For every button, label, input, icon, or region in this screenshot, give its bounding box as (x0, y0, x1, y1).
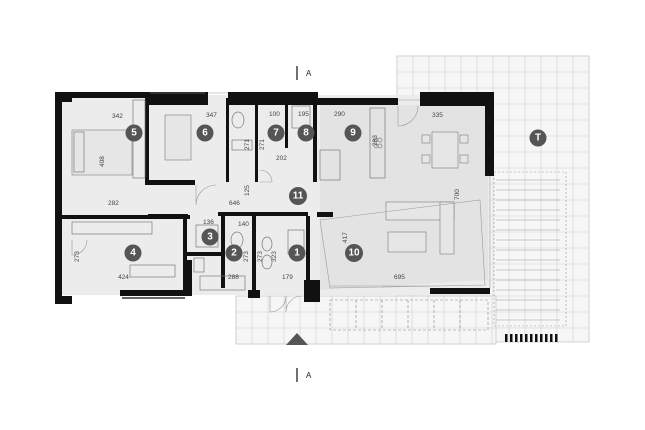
dim-646: 646 (229, 200, 240, 207)
room-badge-8: 8 (297, 124, 315, 142)
dim-271a: 271 (244, 139, 251, 150)
room-badge-6: 6 (196, 124, 214, 142)
windows (122, 92, 491, 299)
dim-273a: 273 (243, 251, 250, 262)
doors (71, 105, 419, 313)
svg-text:T: T (535, 133, 541, 144)
terrace-step (540, 334, 543, 342)
furniture (71, 99, 486, 291)
dim-202: 202 (276, 155, 287, 162)
entrance-arrow-icon (286, 333, 308, 345)
terrace-step (505, 334, 508, 342)
dim-271b: 271 (259, 139, 266, 150)
dim-695: 695 (394, 274, 405, 281)
room-badge-11: 11 (289, 187, 307, 205)
room-badge-9: 9 (344, 124, 362, 142)
terrace-step (525, 334, 528, 342)
dim-290: 290 (334, 111, 345, 118)
dim-283: 283 (372, 135, 379, 146)
dimension-labels: 342 408 282 347 271 100 271 195 202 290 … (74, 111, 461, 281)
terrace-step (530, 334, 533, 342)
svg-text:6: 6 (202, 128, 208, 139)
front-strips (329, 299, 489, 331)
terrace-step (555, 334, 558, 342)
dim-288: 288 (228, 274, 239, 281)
terrace-deck (493, 171, 567, 342)
room-badge-1: 1 (288, 244, 306, 262)
dim-273b: 273 (257, 251, 264, 262)
dim-140: 140 (238, 221, 249, 228)
dim-347: 347 (206, 112, 217, 119)
dim-179: 179 (282, 274, 293, 281)
section-label-bottom: A (306, 371, 312, 380)
dim-700: 700 (454, 189, 461, 200)
dim-342: 342 (112, 113, 123, 120)
dim-195: 195 (298, 111, 309, 118)
room-badge-2: 2 (225, 244, 243, 262)
room-badge-3: 3 (201, 228, 219, 246)
terrace-step (515, 334, 518, 342)
dim-335: 335 (432, 112, 443, 119)
section-label-top: A (306, 69, 312, 78)
terrace-step (535, 334, 538, 342)
svg-text:3: 3 (207, 232, 213, 243)
room-badge-4: 4 (124, 244, 142, 262)
room-badge-10: 10 (345, 244, 363, 262)
dim-417: 417 (342, 232, 349, 243)
dim-282: 282 (108, 200, 119, 207)
svg-text:2: 2 (231, 248, 237, 259)
dim-323: 323 (271, 251, 278, 262)
svg-text:7: 7 (273, 128, 279, 139)
room-badge-terrace: T (529, 129, 547, 147)
dim-100: 100 (269, 111, 280, 118)
terrace-steps (505, 334, 558, 342)
svg-text:4: 4 (130, 248, 136, 259)
section-markers: A A (296, 66, 312, 382)
svg-text:5: 5 (131, 128, 137, 139)
room-badge-7: 7 (267, 124, 285, 142)
dim-273c: 273 (74, 251, 81, 262)
svg-text:9: 9 (350, 128, 356, 139)
svg-text:8: 8 (303, 128, 309, 139)
dim-424: 424 (118, 274, 129, 281)
svg-text:1: 1 (294, 248, 300, 259)
svg-text:10: 10 (348, 248, 360, 259)
room-badge-5: 5 (125, 124, 143, 142)
terrace-step (510, 334, 513, 342)
walls (55, 92, 494, 304)
dim-408: 408 (99, 156, 106, 167)
front-paving (235, 295, 497, 345)
dim-136: 136 (203, 219, 214, 226)
svg-text:11: 11 (293, 191, 304, 202)
terrace-step (545, 334, 548, 342)
terrace-step (520, 334, 523, 342)
dim-125: 125 (244, 185, 251, 196)
terrace-step (550, 334, 553, 342)
room-badges: 5 6 7 8 9 11 4 3 2 1 10 T (124, 124, 547, 262)
